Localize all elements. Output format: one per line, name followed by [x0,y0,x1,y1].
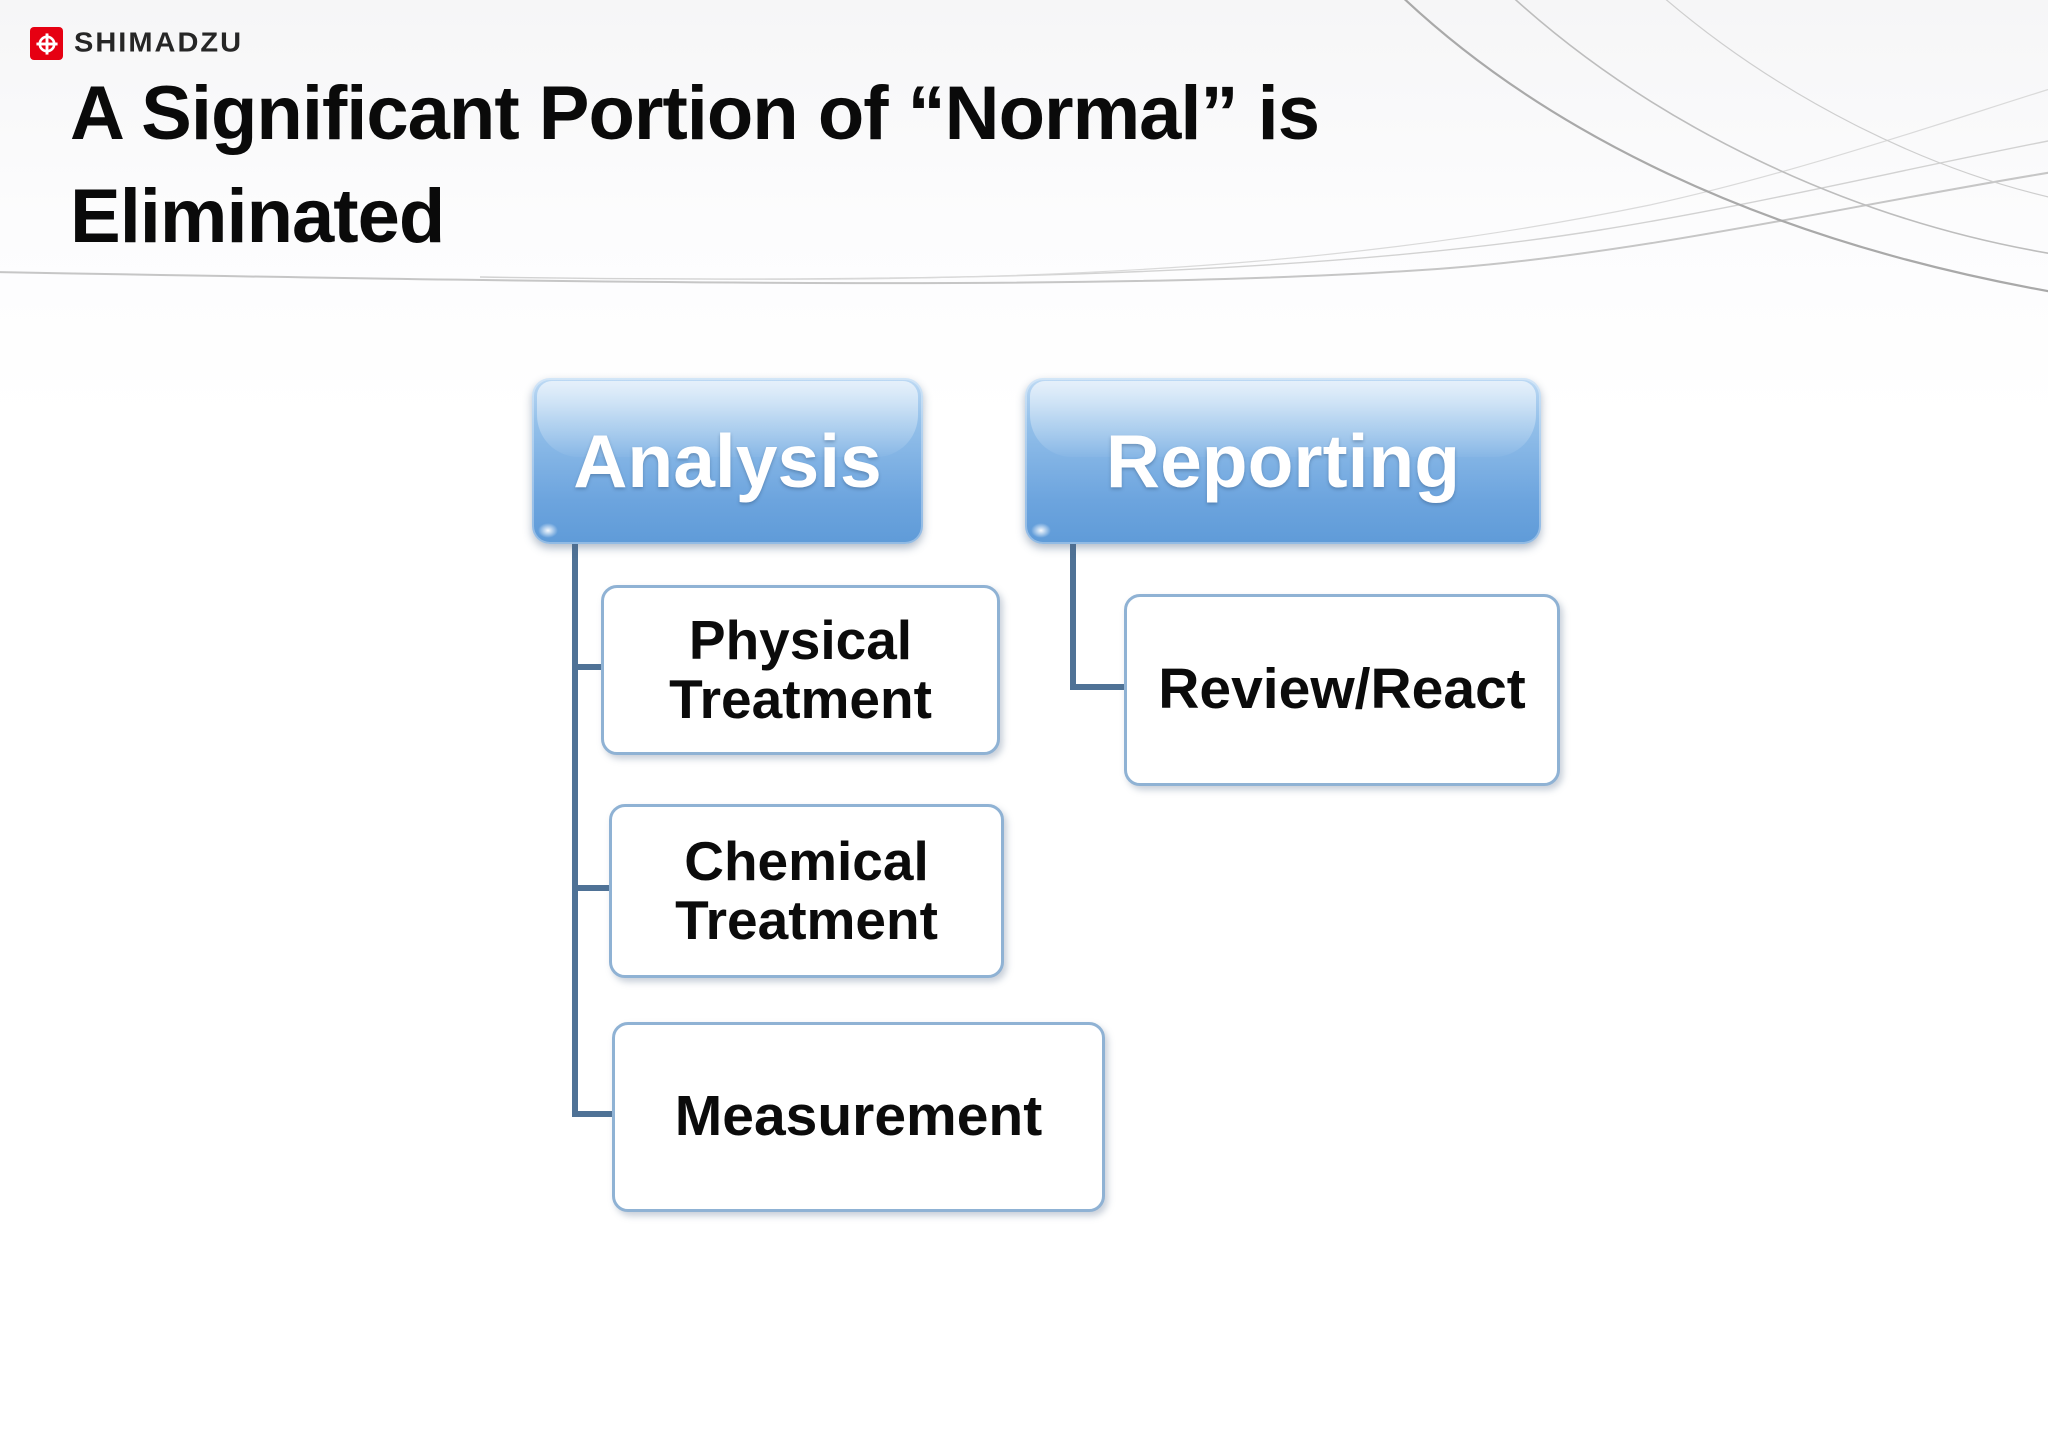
node-physical-treatment: Physical Treatment [601,585,1000,755]
slide-title-line1: A Significant Portion of “Normal” is [70,71,1320,156]
connector-analysis-trunk [572,540,578,1117]
circle-cross-glyph [35,32,58,55]
connector-reporting-to-review [1070,684,1130,690]
node-measurement: Measurement [612,1022,1105,1212]
connector-analysis-to-measurement [572,1111,618,1117]
connector-reporting-trunk [1070,540,1076,690]
connector-analysis-to-chemical [572,885,614,891]
node-reporting-label: Reporting [1105,418,1461,503]
connector-analysis-to-physical [572,664,606,670]
node-review-react: Review/React [1124,594,1560,786]
node-analysis: Analysis [532,378,923,544]
node-chemical-treatment: Chemical Treatment [609,804,1004,978]
slide-title-line2: Eliminated [70,174,445,260]
node-physical-treatment-label: Physical Treatment [669,608,932,730]
node-analysis-label: Analysis [573,418,882,503]
slide-title: A Significant Portion of “Normal” is Elim… [70,62,1320,269]
node-measurement-label: Measurement [674,1084,1043,1149]
brand-name: SHIMADZU [74,27,244,59]
node-review-react-label: Review/React [1158,657,1526,722]
node-reporting: Reporting [1025,378,1541,544]
shimadzu-circle-cross-icon [30,27,63,60]
node-chemical-treatment-label: Chemical Treatment [675,829,938,951]
shimadzu-logo: SHIMADZU [30,27,243,60]
